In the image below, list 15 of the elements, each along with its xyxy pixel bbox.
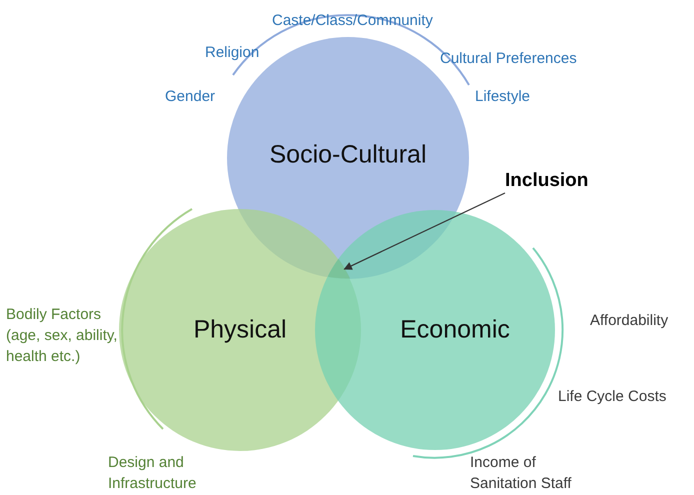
factor-label: Income of Sanitation Staff <box>470 453 572 494</box>
circle-label: Physical <box>193 316 287 344</box>
leader-line <box>344 192 506 270</box>
factor-label: Affordability <box>590 311 668 331</box>
circle-label: Economic <box>400 316 510 344</box>
factor-label: Life Cycle Costs <box>558 387 666 407</box>
factor-label: Design and Infrastructure <box>108 453 198 494</box>
factor-label: Caste/Class/Community <box>272 11 433 31</box>
factor-label: Religion <box>205 43 260 63</box>
factor-label: Bodily Factors (age, sex, ability, health etc.) <box>6 305 118 367</box>
factor-label: Gender <box>165 87 216 107</box>
callout-label: Inclusion <box>505 170 588 192</box>
factor-label: Lifestyle <box>475 87 530 107</box>
factor-label: Cultural Preferences <box>440 49 577 69</box>
circle-label: Socio-Cultural <box>270 140 426 170</box>
